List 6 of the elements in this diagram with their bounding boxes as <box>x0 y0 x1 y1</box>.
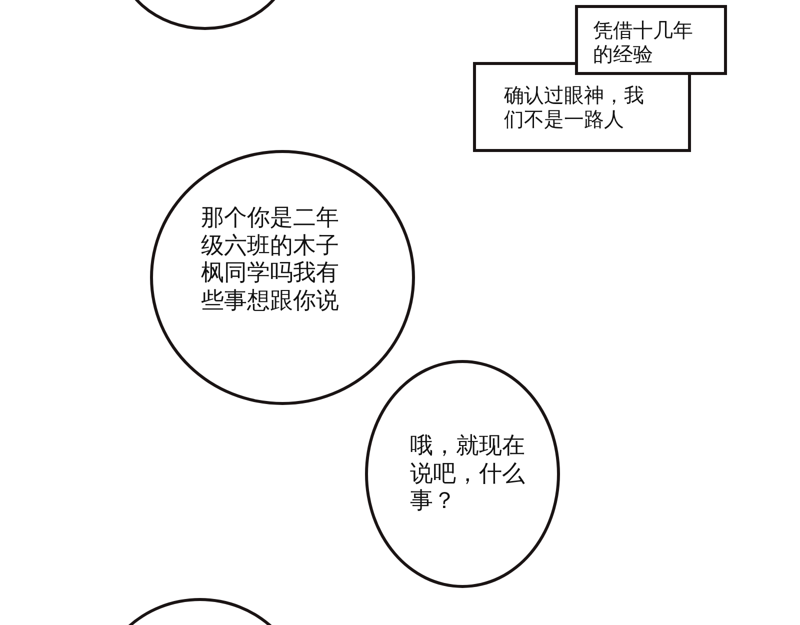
caption-box <box>575 5 727 75</box>
caption-text: 凭借十几年的经验 <box>593 18 694 66</box>
caption-text: 确认过眼神，我们不是一路人 <box>504 83 645 131</box>
dialogue-text: 那个你是二年级六班的木子枫同学吗我有些事想跟你说 <box>201 205 340 316</box>
dialogue-text: 哦，就现在说吧，什么事？ <box>410 433 526 516</box>
caption-box <box>473 62 691 152</box>
